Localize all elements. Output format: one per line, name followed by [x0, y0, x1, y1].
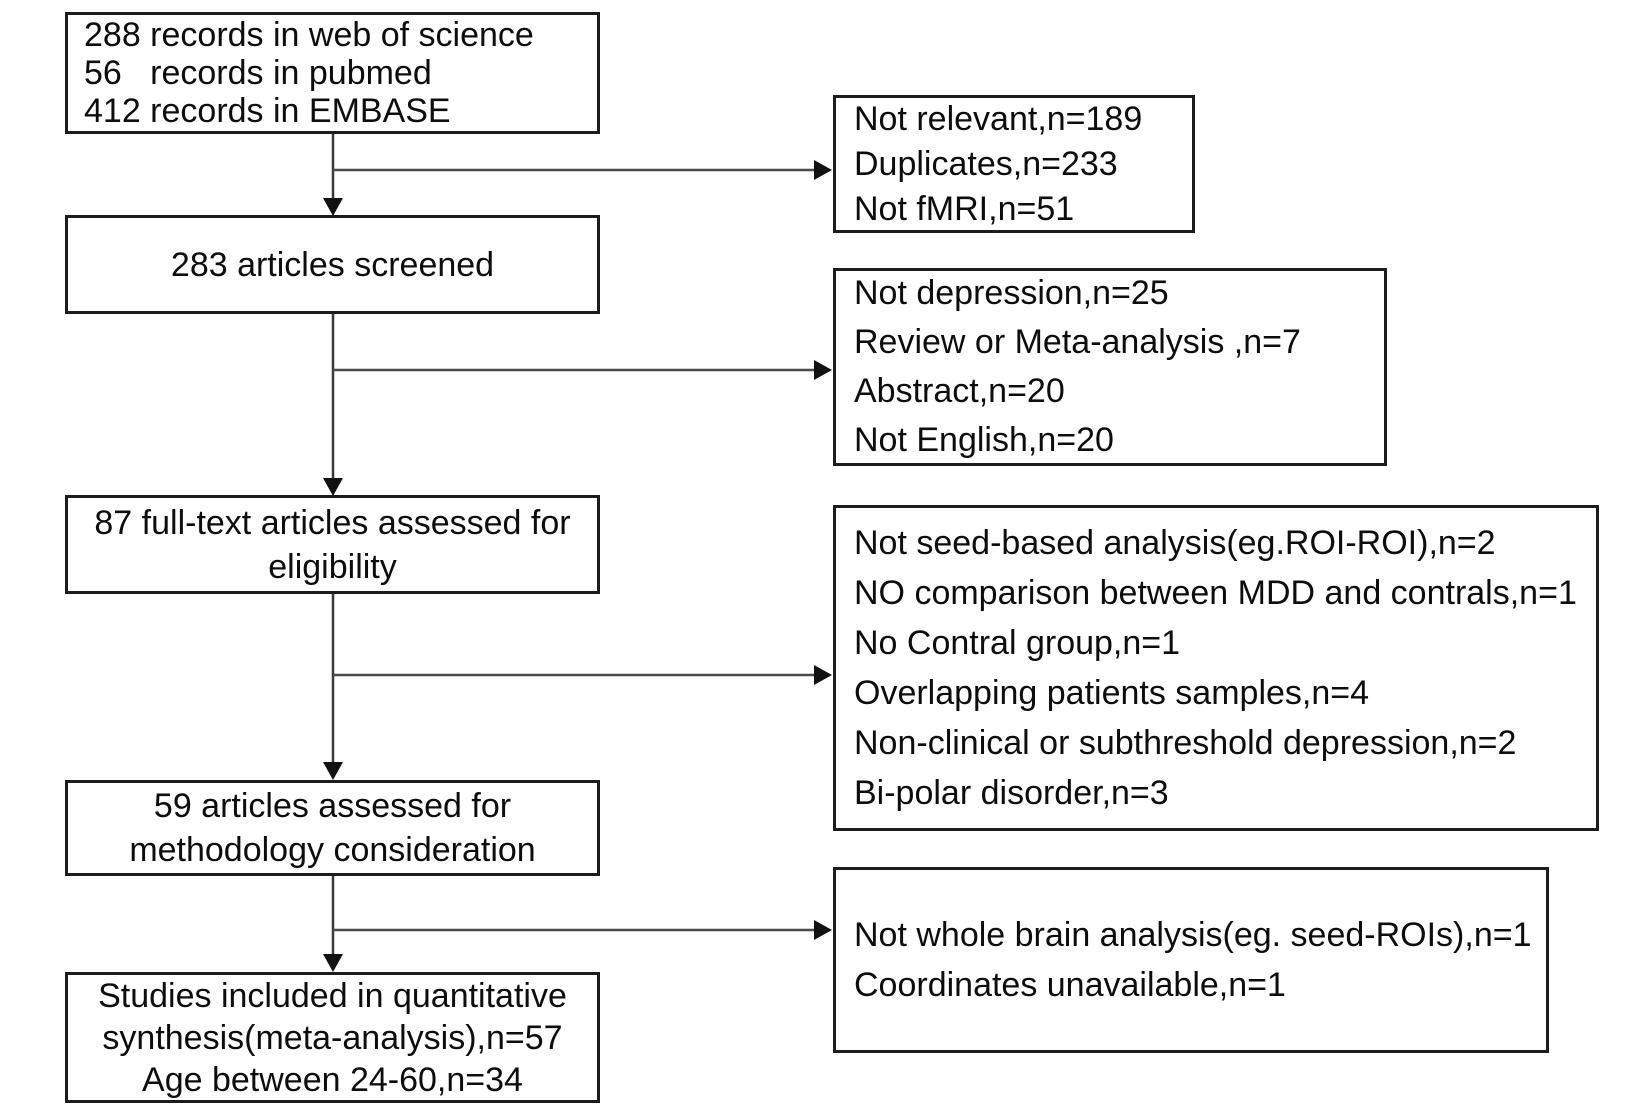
- exclusion-reason: Coordinates unavailable,n=1: [854, 966, 1286, 1004]
- methodology-line: 59 articles assessed for: [153, 787, 512, 825]
- records-line: 288 records in web of science: [84, 16, 534, 54]
- box-excluded-after-fulltext: Not seed-based analysis(eg.ROI-ROI),n=2 …: [833, 505, 1599, 831]
- exclusion-reason: Duplicates,n=233: [854, 144, 1118, 183]
- box-articles-screened: 283 articles screened: [65, 215, 600, 314]
- screened-line: 283 articles screened: [170, 245, 495, 284]
- box-records-identified: 288 records in web of science 56 records…: [65, 12, 600, 134]
- exclusion-reason: Non-clinical or subthreshold depression,…: [854, 724, 1517, 762]
- methodology-line: methodology consideration: [129, 831, 536, 869]
- exclusion-reason: Not relevant,n=189: [854, 99, 1143, 138]
- exclusion-reason: Bi-polar disorder,n=3: [854, 774, 1169, 812]
- branch-arrow-to-excluded-4: [333, 920, 832, 940]
- included-line: Studies included in quantitative: [98, 976, 567, 1015]
- records-line: 412 records in EMBASE: [84, 92, 451, 130]
- box-methodology-assessed: 59 articles assessed for methodology con…: [65, 780, 600, 876]
- exclusion-reason: Not whole brain analysis(eg. seed-ROIs),…: [854, 916, 1532, 954]
- box-excluded-after-identification: Not relevant,n=189 Duplicates,n=233 Not …: [833, 95, 1195, 233]
- exclusion-reason: Review or Meta-analysis ,n=7: [854, 323, 1301, 361]
- exclusion-reason: Not depression,n=25: [854, 274, 1169, 312]
- down-arrow-screened-to-fulltext: [323, 313, 343, 496]
- box-studies-included: Studies included in quantitative synthes…: [65, 972, 600, 1103]
- exclusion-reason: NO comparison between MDD and contrals,n…: [854, 574, 1577, 612]
- exclusion-reason: Overlapping patients samples,n=4: [854, 674, 1370, 712]
- branch-arrow-to-excluded-3: [333, 665, 832, 685]
- branch-arrow-to-excluded-1: [333, 160, 832, 180]
- branch-arrow-to-excluded-2: [333, 360, 832, 380]
- records-line: 56 records in pubmed: [84, 54, 432, 92]
- fulltext-line: 87 full-text articles assessed for: [94, 503, 571, 542]
- exclusion-reason: Abstract,n=20: [854, 372, 1065, 410]
- exclusion-reason: Not English,n=20: [854, 421, 1114, 459]
- exclusion-reason: Not seed-based analysis(eg.ROI-ROI),n=2: [854, 524, 1496, 562]
- down-arrow-fulltext-to-methodology: [323, 594, 343, 780]
- exclusion-reason: Not fMRI,n=51: [854, 189, 1075, 228]
- exclusion-reason: No Contral group,n=1: [854, 624, 1181, 662]
- included-line: synthesis(meta-analysis),n=57: [102, 1018, 563, 1057]
- box-excluded-after-methodology: Not whole brain analysis(eg. seed-ROIs),…: [833, 867, 1549, 1053]
- down-arrow-records-to-screened: [323, 134, 343, 216]
- down-arrow-methodology-to-included: [323, 876, 343, 972]
- box-fulltext-assessed: 87 full-text articles assessed for eligi…: [65, 495, 600, 594]
- fulltext-line: eligibility: [268, 547, 397, 586]
- box-excluded-after-screening: Not depression,n=25 Review or Meta-analy…: [833, 268, 1387, 466]
- included-line: Age between 24-60,n=34: [142, 1060, 523, 1099]
